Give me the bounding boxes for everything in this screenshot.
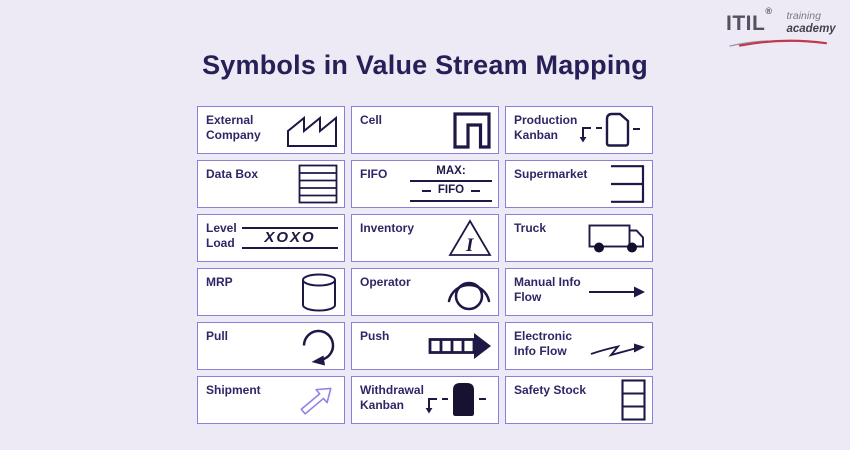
cell-level-load: Level Load XOXO (197, 214, 345, 262)
cell-pull: Pull (197, 322, 345, 370)
production-kanban-icon (579, 112, 640, 147)
symbol-label: MRP (206, 275, 233, 289)
symbol-label: External Company (206, 113, 261, 142)
factory-icon (287, 115, 337, 147)
registered-mark: ® (765, 5, 773, 16)
symbol-label: Manual Info Flow (514, 275, 581, 304)
cell-mrp: MRP (197, 268, 345, 316)
symbol-label: Operator (360, 275, 411, 289)
cell-push: Push (351, 322, 499, 370)
logo-tagline-1: training (786, 10, 821, 22)
cell-operator: Operator (351, 268, 499, 316)
cell-electronic-info-flow: Electronic Info Flow (505, 322, 653, 370)
symbol-label: Level Load (206, 221, 237, 250)
pull-arrow-icon (302, 329, 335, 366)
mrp-cylinder-icon (302, 273, 336, 312)
fifo-lane-icon: MAX: FIFO (410, 165, 492, 202)
withdrawal-kanban-icon (425, 383, 486, 416)
truck-icon (588, 224, 644, 253)
cell-supermarket: Supermarket (505, 160, 653, 208)
supermarket-icon (611, 165, 645, 203)
cell-shipment: Shipment (197, 376, 345, 424)
manual-info-flow-arrow-icon (589, 286, 645, 298)
cell-withdrawal-kanban: Withdrawal Kanban (351, 376, 499, 424)
cell-safety-stock: Safety Stock (505, 376, 653, 424)
shipment-arrow-icon (300, 387, 332, 415)
symbol-label: Safety Stock (514, 383, 587, 397)
electronic-info-flow-arrow-icon (590, 343, 645, 357)
symbol-label: Electronic Info Flow (514, 329, 573, 358)
level-load-bottom-line (242, 246, 338, 250)
symbol-label: Supermarket (514, 167, 588, 181)
fifo-top-line (410, 179, 492, 182)
symbol-label: Production Kanban (514, 113, 578, 142)
logo-swoosh-icon (729, 39, 828, 47)
symbol-label: Data Box (206, 167, 259, 181)
safety-stock-icon (621, 379, 646, 421)
fifo-bottom-line (410, 199, 492, 202)
cell-external-company: External Company (197, 106, 345, 154)
symbol-label: Inventory (360, 221, 415, 235)
symbol-label: Withdrawal Kanban (360, 383, 424, 412)
cell-cell: Cell (351, 106, 499, 154)
inventory-triangle-icon: I (448, 219, 492, 256)
symbol-label: Cell (360, 113, 383, 127)
symbol-label: Shipment (206, 383, 261, 397)
fifo-text: FIFO (437, 184, 465, 196)
logo-brand-text: ITIL® (726, 5, 773, 35)
symbol-label: Pull (206, 329, 229, 343)
level-load-top-line (242, 226, 338, 230)
symbols-grid: External Company Cell Production Kanban (197, 106, 653, 424)
fifo-right-dash (471, 189, 481, 192)
level-load-icon: XOXO (242, 226, 338, 250)
data-box-icon (298, 164, 338, 204)
fifo-max-text: MAX: (436, 165, 466, 177)
cell-truck: Truck (505, 214, 653, 262)
itil-training-academy-logo: ITIL® training academy (726, 5, 836, 48)
fifo-left-dash (421, 189, 431, 192)
cell-fifo: FIFO MAX: FIFO (351, 160, 499, 208)
cell-manual-info-flow: Manual Info Flow (505, 268, 653, 316)
level-load-text: XOXO (264, 229, 316, 247)
work-cell-icon (453, 112, 491, 149)
logo-tagline-2: academy (786, 22, 836, 35)
push-arrow-icon (428, 333, 491, 359)
cell-production-kanban: Production Kanban (505, 106, 653, 154)
operator-icon (447, 281, 491, 311)
symbol-label: Push (360, 329, 390, 343)
symbol-label: FIFO (360, 167, 388, 181)
cell-data-box: Data Box (197, 160, 345, 208)
symbol-label: Truck (514, 221, 547, 235)
page-title: Symbols in Value Stream Mapping (202, 50, 648, 80)
cell-inventory: Inventory I (351, 214, 499, 262)
inventory-i-text: I (465, 235, 474, 256)
